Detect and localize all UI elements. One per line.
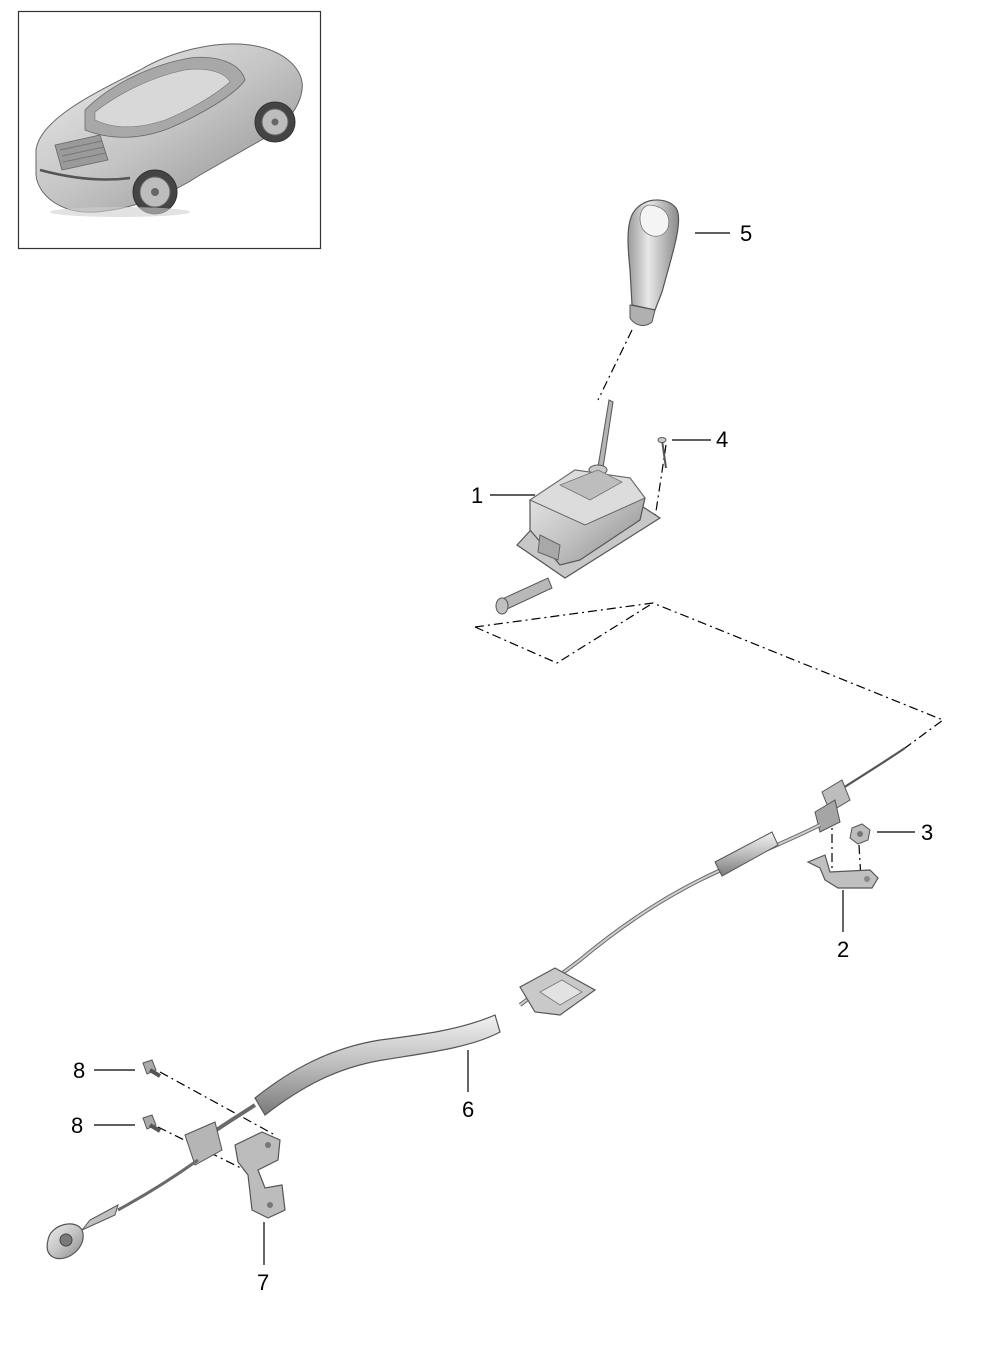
- callout-5: 5: [740, 221, 752, 246]
- callout-3: 3: [921, 820, 933, 845]
- gear-knob: [627, 199, 680, 326]
- callout-4: 4: [716, 427, 728, 452]
- callout-8-lower: 8: [71, 1113, 83, 1138]
- car-illustration: [35, 43, 303, 217]
- holder-bracket: [234, 1131, 286, 1219]
- leader-lines: [94, 232, 915, 1265]
- callout-6: 6: [462, 1097, 474, 1122]
- callout-2: 2: [837, 937, 849, 962]
- bracket: [806, 854, 879, 889]
- callout-1: 1: [471, 483, 483, 508]
- bolt-upper: [142, 1059, 162, 1078]
- callout-7: 7: [257, 1270, 269, 1295]
- callout-labels: 5 4 1 3 2 6 8 8 7: [71, 221, 933, 1295]
- gear-shift-mechanism: [495, 399, 662, 615]
- nut: [849, 823, 871, 845]
- vehicle-thumbnail: [17, 10, 322, 250]
- selector-cable: [46, 747, 906, 1260]
- screw: [657, 437, 667, 469]
- bolt-lower: [142, 1114, 162, 1133]
- callout-8-upper: 8: [73, 1058, 85, 1083]
- assembly-lines: [157, 329, 945, 1176]
